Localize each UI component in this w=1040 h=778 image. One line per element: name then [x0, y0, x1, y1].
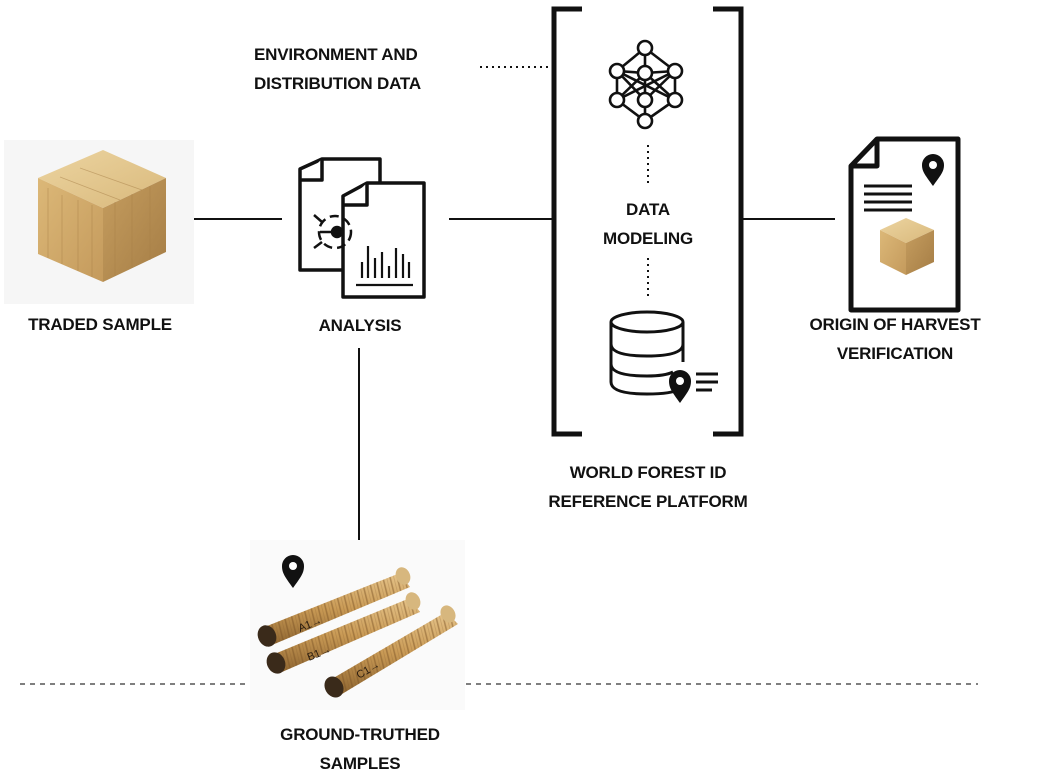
connector-lines: [180, 66, 835, 572]
database-pin-icon: [669, 370, 718, 403]
platform-label: WORLD FOREST ID REFERENCE PLATFORM: [508, 458, 788, 516]
certificate-document-icon: [848, 136, 961, 313]
environment-label-line2: DISTRIBUTION DATA: [254, 74, 421, 93]
origin-label-line2: VERIFICATION: [836, 344, 954, 363]
data-modeling-label-line1: DATA: [626, 200, 670, 219]
core-a1: [257, 567, 411, 647]
platform-label-line2: REFERENCE PLATFORM: [548, 492, 748, 511]
wood-core-samples-icon: A1→ B1→ C1→: [250, 540, 465, 710]
origin-verification-label: ORIGIN OF HARVEST VERIFICATION: [795, 310, 995, 368]
ground-truthed-label: GROUND-TRUTHED SAMPLES: [250, 720, 470, 778]
origin-label-line1: ORIGIN OF HARVEST: [809, 315, 981, 334]
wood-cube-icon: [4, 140, 194, 304]
neural-network-icon: [608, 39, 684, 130]
platform-brackets: [551, 6, 744, 437]
data-modeling-label: DATA MODELING: [578, 195, 718, 253]
analysis-documents-icon: [298, 157, 426, 299]
environment-label: ENVIRONMENT AND DISTRIBUTION DATA: [254, 40, 421, 98]
traded-sample-label: TRADED SAMPLE: [28, 315, 172, 334]
platform-bracket-right: [713, 6, 744, 437]
environment-label-line1: ENVIRONMENT AND: [254, 45, 418, 64]
platform-label-line1: WORLD FOREST ID: [569, 463, 727, 482]
ground-label-line2: SAMPLES: [319, 754, 401, 773]
ground-label-line1: GROUND-TRUTHED: [280, 725, 440, 744]
data-modeling-label-line2: MODELING: [602, 229, 693, 248]
analysis-label: ANALYSIS: [318, 316, 402, 335]
core-c1: [324, 605, 458, 698]
core-b1: [266, 592, 421, 674]
platform-bracket-left: [551, 6, 582, 437]
location-pin-icon: [282, 555, 304, 588]
